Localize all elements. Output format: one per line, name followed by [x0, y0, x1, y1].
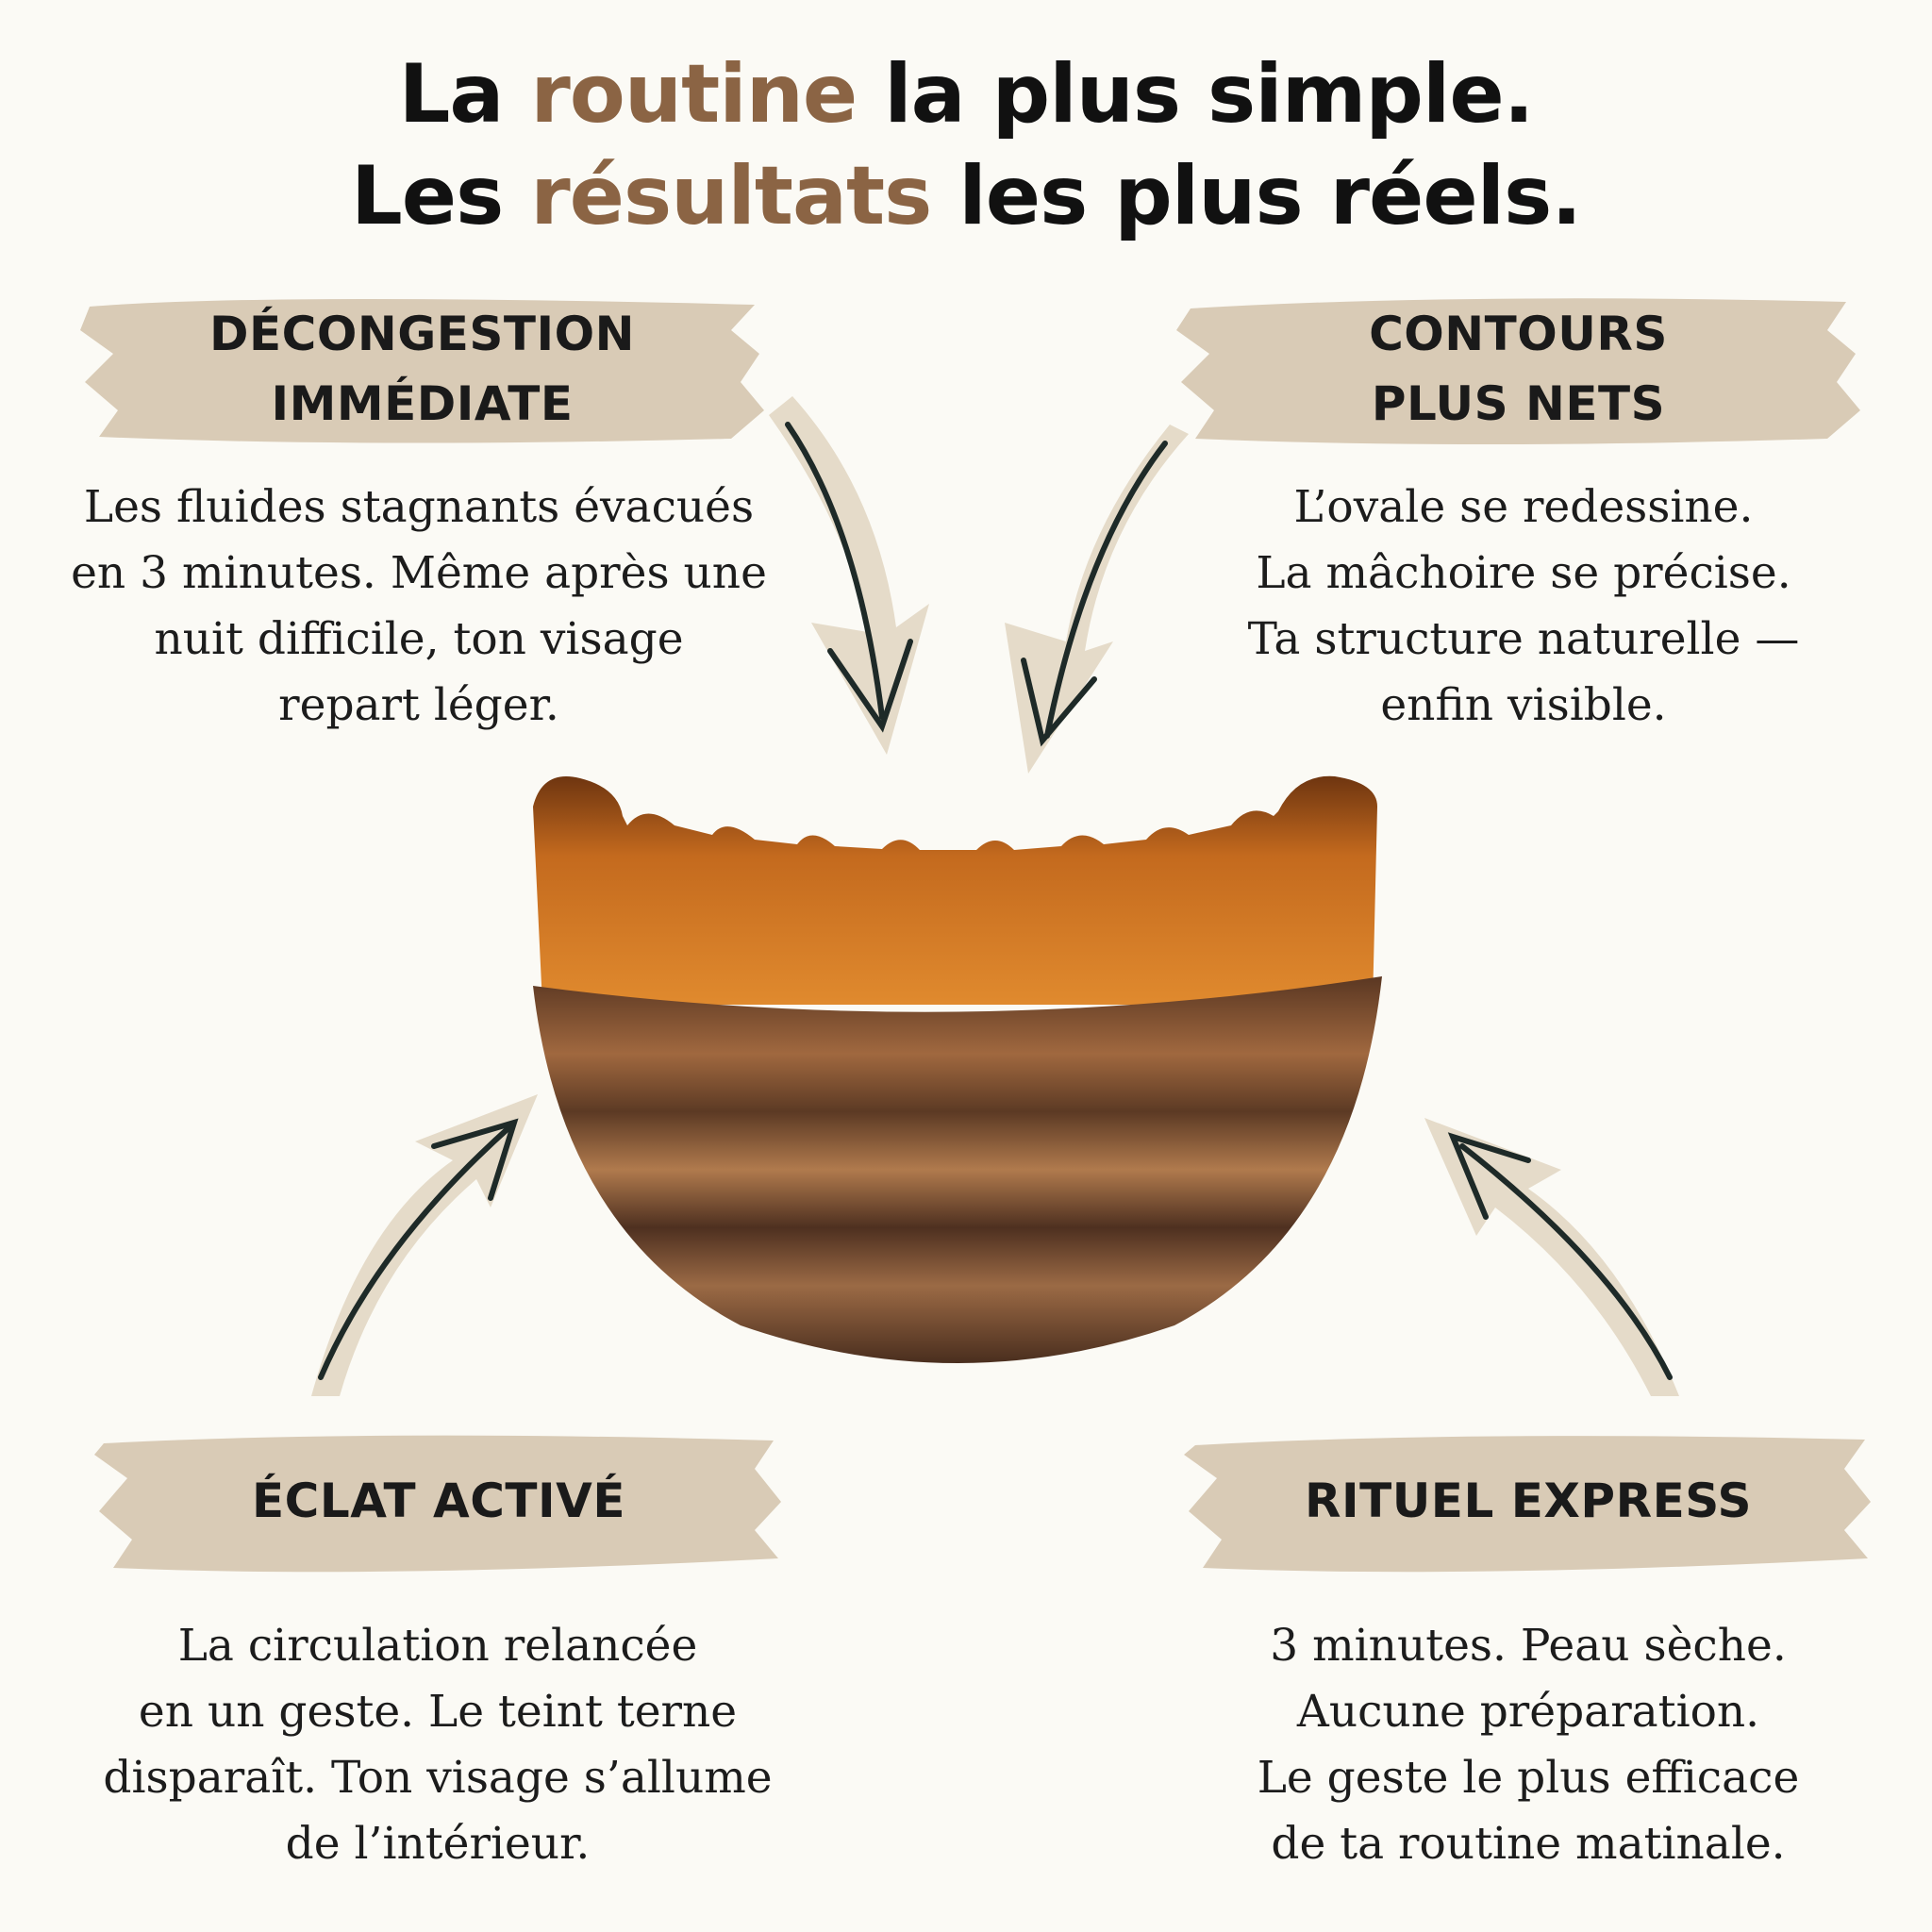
- headline-line-2: Les résultats les plus réels.: [0, 149, 1932, 243]
- description-line: Le geste le plus efficace: [1257, 1752, 1800, 1804]
- benefit-title: ÉCLAT ACTIVÉ: [252, 1474, 625, 1528]
- brush-stroke-shape: [94, 1435, 781, 1573]
- description-line: disparaît. Ton visage s’allume: [103, 1752, 773, 1804]
- benefit-title: DÉCONGESTION: [209, 307, 635, 361]
- brush-stroke-shape: [80, 298, 764, 443]
- benefit-banner-decongestion: DÉCONGESTION IMMÉDIATE: [80, 288, 764, 448]
- headline-text: les plus réels.: [931, 149, 1582, 243]
- benefit-title: RITUEL EXPRESS: [1304, 1474, 1753, 1528]
- brush-stroke-shape: [1176, 298, 1860, 444]
- benefit-title: PLUS NETS: [1371, 376, 1666, 431]
- benefit-banner-contours: CONTOURS PLUS NETS: [1176, 288, 1860, 448]
- benefit-description: Les fluides stagnants évacués en 3 minut…: [23, 475, 815, 739]
- headline-accent: routine: [530, 47, 858, 142]
- description-line: en 3 minutes. Même après une: [71, 547, 767, 599]
- description-line: Les fluides stagnants évacués: [83, 481, 755, 533]
- description-line: La mâchoire se précise.: [1256, 547, 1791, 599]
- benefit-banner-rituel: RITUEL EXPRESS: [1184, 1426, 1873, 1577]
- description-line: Aucune préparation.: [1296, 1686, 1760, 1738]
- description-line: de ta routine matinale.: [1271, 1818, 1786, 1870]
- headline-text: la plus simple.: [857, 47, 1534, 142]
- wooden-face-brush-illustration: [533, 775, 1382, 1363]
- description-line: repart léger.: [278, 679, 559, 731]
- headline-line-1: La routine la plus simple.: [0, 47, 1932, 142]
- benefit-title: CONTOURS: [1369, 307, 1668, 361]
- description-line: L’ovale se redessine.: [1293, 481, 1754, 533]
- benefit-description: 3 minutes. Peau sèche. Aucune préparatio…: [1132, 1613, 1924, 1877]
- benefit-banner-eclat: ÉCLAT ACTIVÉ: [94, 1426, 783, 1577]
- benefit-title: IMMÉDIATE: [271, 376, 574, 431]
- description-line: La circulation relancée: [177, 1620, 698, 1672]
- headline-accent: résultats: [530, 149, 932, 243]
- headline-text: Les: [350, 149, 531, 243]
- description-line: Ta structure naturelle —: [1247, 613, 1800, 665]
- benefit-description: L’ovale se redessine. La mâchoire se pré…: [1127, 475, 1920, 739]
- description-line: 3 minutes. Peau sèche.: [1270, 1620, 1787, 1672]
- description-line: nuit difficile, ton visage: [154, 613, 684, 665]
- benefit-description: La circulation relancée en un geste. Le …: [42, 1613, 834, 1877]
- description-line: de l’intérieur.: [285, 1818, 591, 1870]
- brush-stroke-shape: [1184, 1436, 1871, 1573]
- description-line: enfin visible.: [1380, 679, 1667, 731]
- headline-text: La: [398, 47, 531, 142]
- description-line: en un geste. Le teint terne: [138, 1686, 738, 1738]
